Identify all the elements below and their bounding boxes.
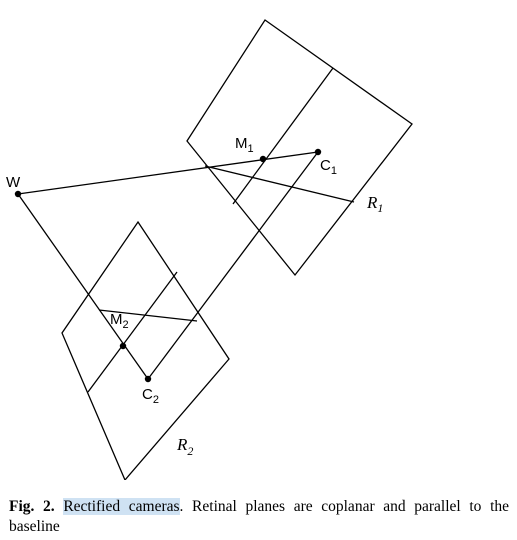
point-w [14, 190, 22, 198]
retinal-plane-r2 [61, 220, 230, 480]
point-m1 [259, 155, 267, 163]
r1-vertical-axis [232, 67, 334, 205]
retinal-plane-r1 [186, 19, 413, 277]
caption-text: . Retinal planes are coplanar and parall… [9, 498, 510, 535]
rectified-cameras-diagram: W M1 C1 R1 M2 C2 R2 [6, 19, 413, 480]
caption-highlighted-text[interactable]: Rectified cameras [63, 498, 180, 515]
r2-horizontal-axis [98, 309, 198, 322]
ray-w-c1 [17, 151, 319, 195]
label-r1: R1 [366, 193, 383, 215]
figure-number: Fig. 2. [9, 498, 55, 515]
label-w: W [6, 174, 21, 191]
label-m2: M2 [110, 311, 129, 331]
point-c1 [314, 148, 322, 156]
label-r2: R2 [176, 435, 193, 458]
point-c2 [144, 375, 152, 383]
figure-caption: Fig. 2. Rectified cameras. Retinal plane… [9, 497, 509, 537]
ray-w-c2 [17, 193, 149, 380]
point-m2 [119, 342, 127, 350]
r1-horizontal-axis [204, 165, 355, 203]
baseline-c1-c2 [147, 151, 319, 380]
r2-vertical-axis [87, 271, 178, 393]
label-c2: C2 [142, 386, 159, 406]
label-c1: C1 [320, 157, 337, 177]
label-m1: M1 [235, 135, 254, 155]
